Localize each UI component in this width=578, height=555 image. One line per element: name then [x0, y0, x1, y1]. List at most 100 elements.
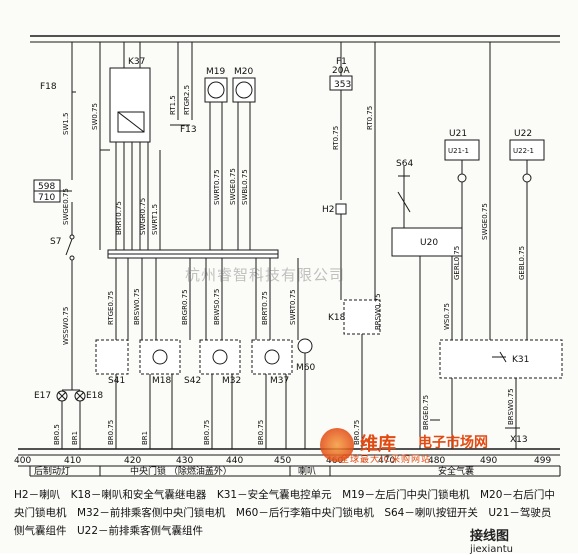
wire-rt075b: RT0.75: [366, 106, 374, 130]
scale-499: 499: [534, 456, 551, 466]
label-u22-1: U22-1: [513, 147, 534, 155]
k37-relay: [99, 42, 151, 250]
label-710: 710: [38, 193, 55, 203]
bottom-section-airbag: 安全气囊: [438, 465, 474, 477]
logo-subtitle: 全球最大IC采购网站: [340, 455, 431, 465]
wire-brsw2: BRSW0.75: [374, 293, 382, 330]
label-m60: M60: [296, 363, 315, 373]
bottom-section-central-lock: 中央门锁 （除燃油盖外）: [130, 465, 232, 477]
label-m19: M19: [206, 67, 225, 77]
corner-en: jiexiantu: [470, 544, 513, 555]
label-u21: U21: [449, 129, 467, 139]
label-e18: E18: [86, 391, 103, 401]
wire-sw15: SW1.5: [62, 113, 70, 136]
scale-480: 480: [428, 456, 445, 466]
wire-swge2: SWGE0.75: [481, 203, 489, 240]
label-m18: M18: [152, 376, 171, 386]
scale-400: 400: [14, 456, 31, 466]
wire-br075c: BR0.75: [257, 420, 265, 445]
wire-brsw4: BRSW0.75: [507, 388, 515, 425]
label-u20: U20: [420, 238, 438, 248]
wire-brge: BRGE0.75: [422, 395, 430, 430]
central-connector: [107, 249, 299, 340]
horn-circuit: [329, 42, 411, 449]
wire-sw075: SW0.75: [91, 103, 99, 130]
label-h2: H2: [322, 205, 335, 215]
wire-gerl: GERL0.75: [453, 246, 461, 280]
bottom-section-horn: 喇叭: [298, 465, 316, 477]
top-section-bar: [30, 35, 560, 43]
wire-labels: SW1.5 SWGE0.75 WSSW0.75 SW0.75 RTGR2.5 R…: [53, 85, 526, 445]
wire-swrt3: SWRT0.75: [289, 289, 297, 325]
legend-line-2: 央门锁电机 M32－前排乘客侧中央门锁电机 M60－后行李箱中央门锁电机 S64…: [14, 507, 552, 519]
wire-swrt: SWRT1.5: [151, 204, 159, 235]
wire-brrt3: BRRT0.75: [261, 291, 269, 325]
wire-gebl: GEBL0.75: [518, 246, 526, 280]
label-f1-rating: 20A: [332, 66, 350, 76]
wire-rtge: RTGE0.75: [107, 291, 115, 325]
logo-brand2: 电子市场网: [418, 435, 488, 451]
bottom-scale: [18, 448, 561, 477]
label-m32: M32: [222, 376, 241, 386]
wire-br1b: BR1: [141, 431, 149, 445]
label-353: 353: [334, 80, 351, 90]
legend-line-1: H2－喇叭 K18－喇叭和安全气囊继电器 K31－安全气囊电控单元 M19－左后…: [14, 489, 555, 501]
wire-brsw: BRSW0.75: [133, 288, 141, 325]
label-s42: S42: [184, 376, 201, 386]
wire-swrt075: SWRT0.75: [213, 169, 221, 205]
label-x13: X13: [510, 435, 528, 445]
wire-br075b: BR0.75: [203, 420, 211, 445]
label-e17: E17: [34, 391, 51, 401]
wire-swge: SWGE0.75: [229, 168, 237, 205]
scale-430: 430: [176, 456, 193, 466]
wire-br075d: BR0.75: [353, 420, 361, 445]
corner-watermark: 接线图 jiexiantu: [470, 525, 513, 555]
label-k37: K37: [128, 57, 145, 67]
scale-450: 450: [274, 456, 291, 466]
label-k18: K18: [328, 313, 346, 323]
wire-wssw075: WSSW0.75: [62, 307, 70, 345]
airbag-circuit: [391, 42, 563, 449]
label-u22: U22: [514, 129, 532, 139]
scale-420: 420: [124, 456, 141, 466]
left-circuit: [33, 42, 86, 449]
scale-490: 490: [480, 456, 497, 466]
wire-brws: BRWS0.75: [213, 289, 221, 325]
label-f18: F18: [40, 82, 57, 92]
wire-rtgr: RTGR2.5: [183, 85, 191, 115]
label-f1: F1: [336, 57, 347, 67]
label-m20: M20: [234, 67, 253, 77]
wire-brgr: BRGR0.75: [181, 289, 189, 325]
label-s64: S64: [396, 159, 413, 169]
logo-brand: 维库: [360, 434, 396, 455]
watermark-text: 杭州睿智科技有限公司: [185, 266, 346, 284]
motors-m19-m20: [159, 42, 256, 250]
wire-br075: BR0.75: [107, 420, 115, 445]
legend: H2－喇叭 K18－喇叭和安全气囊继电器 K31－安全气囊电控单元 M19－左后…: [14, 486, 570, 540]
label-s41: S41: [108, 376, 125, 386]
label-m37: M37: [270, 376, 289, 386]
wire-br05: BR0.5: [53, 424, 61, 445]
wire-rt15: RT1.5: [169, 95, 177, 115]
door-lock-motors: [95, 338, 313, 449]
label-s7: S7: [50, 237, 61, 247]
wire-swge075: SWGE0.75: [62, 188, 70, 225]
label-f13: F13: [180, 125, 197, 135]
wire-rt075: RT0.75: [332, 126, 340, 150]
scale-410: 410: [64, 456, 81, 466]
label-k31: K31: [512, 355, 529, 365]
section-labels: 后制动灯 中央门锁 （除燃油盖外） 喇叭 安全气囊: [34, 465, 474, 477]
scale-470: 470: [378, 456, 395, 466]
wire-brrt: BRRT0.75: [115, 201, 123, 235]
scale-440: 440: [226, 456, 243, 466]
diagram-labels: F18 598 710 S7 E17 E18 K37 M19 M20 F13 S…: [34, 57, 534, 445]
wire-ws: WS0.75: [443, 303, 451, 330]
wire-swbl: SWBL0.75: [241, 169, 249, 205]
wire-br1: BR1: [71, 431, 79, 445]
site-logo: 维库 电子市场网 全球最大IC采购网站: [320, 424, 520, 470]
label-u21-1: U21-1: [448, 147, 469, 155]
logo-mark-icon: [320, 428, 354, 462]
label-598: 598: [38, 182, 55, 192]
